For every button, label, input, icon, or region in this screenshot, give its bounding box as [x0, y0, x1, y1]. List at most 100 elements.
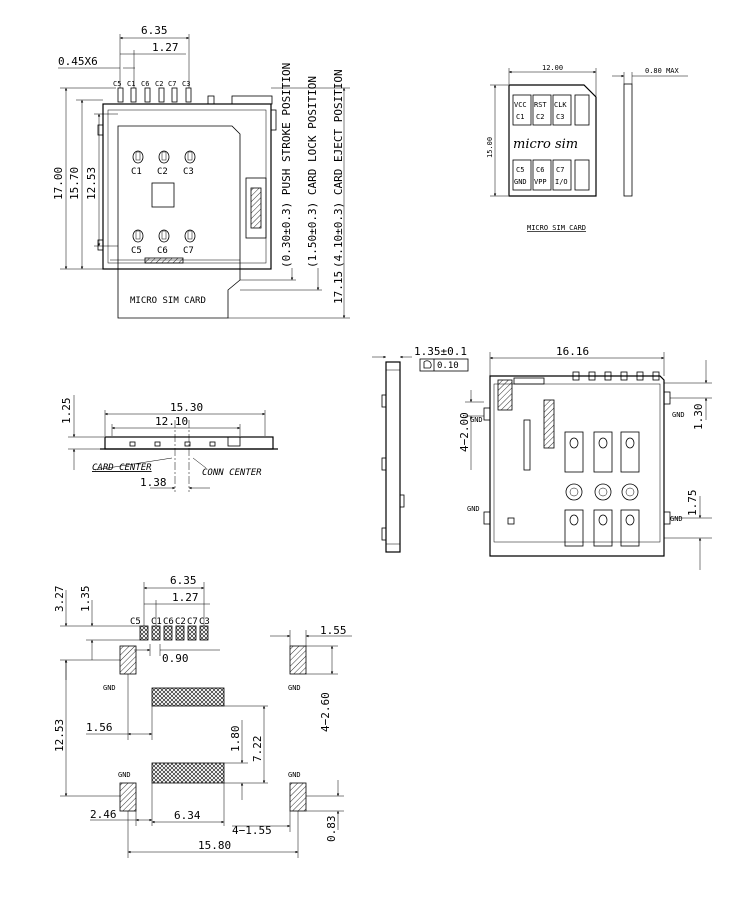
- sim-pads: [512, 94, 590, 191]
- dim-thickness: 1.35±0.1: [414, 345, 467, 358]
- dim-17-00: 17.00: [52, 167, 65, 200]
- card-eject-position: (4.10±0.3) CARD EJECT POSITION: [332, 69, 345, 268]
- top-view-pins: [117, 87, 273, 105]
- dim-1-25: 1.25: [60, 398, 73, 425]
- dim-4-2-00: 4−2.00: [458, 412, 471, 452]
- dim-0-45x6: 0.45X6: [58, 55, 98, 68]
- chip-outline: [151, 182, 175, 208]
- fp-dim-12-53: 12.53: [53, 719, 66, 752]
- pad-label: C3: [556, 113, 564, 121]
- gnd-pad: [289, 645, 307, 675]
- pad-label: C7: [556, 166, 564, 174]
- dim-15-70: 15.70: [68, 167, 81, 200]
- dim-1-38: 1.38: [140, 476, 167, 489]
- top-pin-label: C7: [168, 80, 176, 88]
- fp-gnd-label: GND: [288, 684, 301, 692]
- top-view-card-outline: [117, 125, 241, 319]
- pad-label: CLK: [554, 101, 567, 109]
- fp-dim-1-27: 1.27: [172, 591, 199, 604]
- fp-dim-1-56: 1.56: [86, 721, 113, 734]
- fp-gnd-label: GND: [103, 684, 116, 692]
- bottom-view-contacts: [564, 431, 640, 547]
- fp-dim-4-1-55: 4−1.55: [232, 824, 272, 837]
- card-lock-position: (1.50±0.3) CARD LOCK POSITION: [306, 76, 319, 268]
- fp-gnd-label: GND: [288, 771, 301, 779]
- pad-label: I/O: [555, 178, 568, 186]
- dim-1-27: 1.27: [152, 41, 179, 54]
- pad-label: VCC: [514, 101, 527, 109]
- contact-label: C5: [131, 246, 142, 256]
- contact-label: C2: [157, 167, 168, 177]
- bottom-view-pins: [572, 371, 660, 381]
- micro-sim-card-view: 12.00 15.00 VCC C1 RST C2 CLK C3 C5 GND …: [486, 64, 688, 232]
- contact-label: C6: [157, 246, 168, 256]
- push-stroke-position: (0.30±0.3) PUSH STROKE POSITION: [280, 63, 293, 268]
- fp-pin-label: C5: [130, 617, 141, 627]
- conn-center-label: CONN CENTER: [202, 468, 262, 478]
- top-view-housing: [102, 103, 272, 270]
- fp-dim-6-34: 6.34: [174, 809, 201, 822]
- top-pin-label: C1: [127, 80, 135, 88]
- pad-label: RST: [534, 101, 547, 109]
- dim-12-10: 12.10: [155, 415, 188, 428]
- top-pin-label: C2: [155, 80, 163, 88]
- card-width-dim: 12.00: [542, 64, 563, 72]
- card-thickness-dim: 0.80 MAX: [645, 67, 680, 75]
- top-view-contacts: [132, 150, 196, 243]
- gnd-label: GND: [672, 411, 685, 419]
- pcb-footprint: C5 C1 C6 C2 C7 C3 GND GND GND GND 6.35 1…: [53, 574, 352, 858]
- dim-1-75: 1.75: [686, 490, 699, 517]
- top-pin-label: C5: [113, 80, 121, 88]
- card-height-dim: 15.00: [486, 137, 494, 158]
- gnd-pad: [119, 645, 137, 675]
- fp-dim-3-27: 3.27: [53, 586, 66, 613]
- fp-dim-6-35: 6.35: [170, 574, 197, 587]
- dim-12-53: 12.53: [85, 167, 98, 200]
- fp-dim-15-80: 15.80: [198, 839, 231, 852]
- gnd-label: GND: [467, 505, 480, 513]
- card-center-label: CARD CENTER: [92, 463, 152, 473]
- fp-dim-2-46: 2.46: [90, 808, 117, 821]
- fp-pin-label: C3: [199, 617, 210, 627]
- keepout-area-upper: [151, 687, 225, 707]
- fp-dim-1-55: 1.55: [320, 624, 347, 637]
- dim-15-30: 15.30: [170, 401, 203, 414]
- pad-label: C2: [536, 113, 544, 121]
- side-view-body: [385, 361, 401, 553]
- pad-label: C5: [516, 166, 524, 174]
- fp-dim-0-83: 0.83: [325, 816, 338, 843]
- dim-1-30: 1.30: [692, 404, 705, 431]
- contact-label: C3: [183, 167, 194, 177]
- micro-sim-brand: micro sim: [513, 137, 578, 152]
- gnd-label: GND: [670, 515, 683, 523]
- fp-pin-label: C6: [163, 617, 174, 627]
- contact-label: C1: [131, 167, 142, 177]
- gnd-pad: [289, 782, 307, 812]
- fp-dim-1-80: 1.80: [229, 726, 242, 753]
- side-view: 1.35±0.1 0.10: [372, 345, 469, 553]
- fp-dim-4-2-60: 4−2.60: [319, 692, 332, 732]
- top-pin-label: C6: [141, 80, 149, 88]
- fp-pin-label: C2: [175, 617, 186, 627]
- top-pin-label: C3: [182, 80, 190, 88]
- micro-sim-card-label: MICRO SIM CARD: [130, 296, 206, 306]
- gnd-pad: [119, 782, 137, 812]
- pad-label: C1: [516, 113, 524, 121]
- contact-label: C7: [183, 246, 194, 256]
- keepout-area-lower: [151, 762, 225, 784]
- pad-label: VPP: [534, 178, 547, 186]
- fp-gnd-label: GND: [118, 771, 131, 779]
- sim-card-side-view: [623, 83, 633, 197]
- fp-dim-0-90: 0.90: [162, 652, 189, 665]
- sim-card-outline: [508, 84, 597, 197]
- bottom-view: GND GND GND GND 16.16 1.30 1.75 4−2.00: [458, 345, 712, 570]
- flatness-tolerance-frame: [419, 358, 469, 372]
- flatness-value: 0.10: [437, 361, 459, 371]
- latch-spring: [250, 187, 262, 229]
- pad-label: GND: [514, 178, 527, 186]
- pad-label: C6: [536, 166, 544, 174]
- signal-pads: [139, 625, 209, 641]
- fp-pin-label: C1: [151, 617, 162, 627]
- dim-6-35: 6.35: [141, 24, 168, 37]
